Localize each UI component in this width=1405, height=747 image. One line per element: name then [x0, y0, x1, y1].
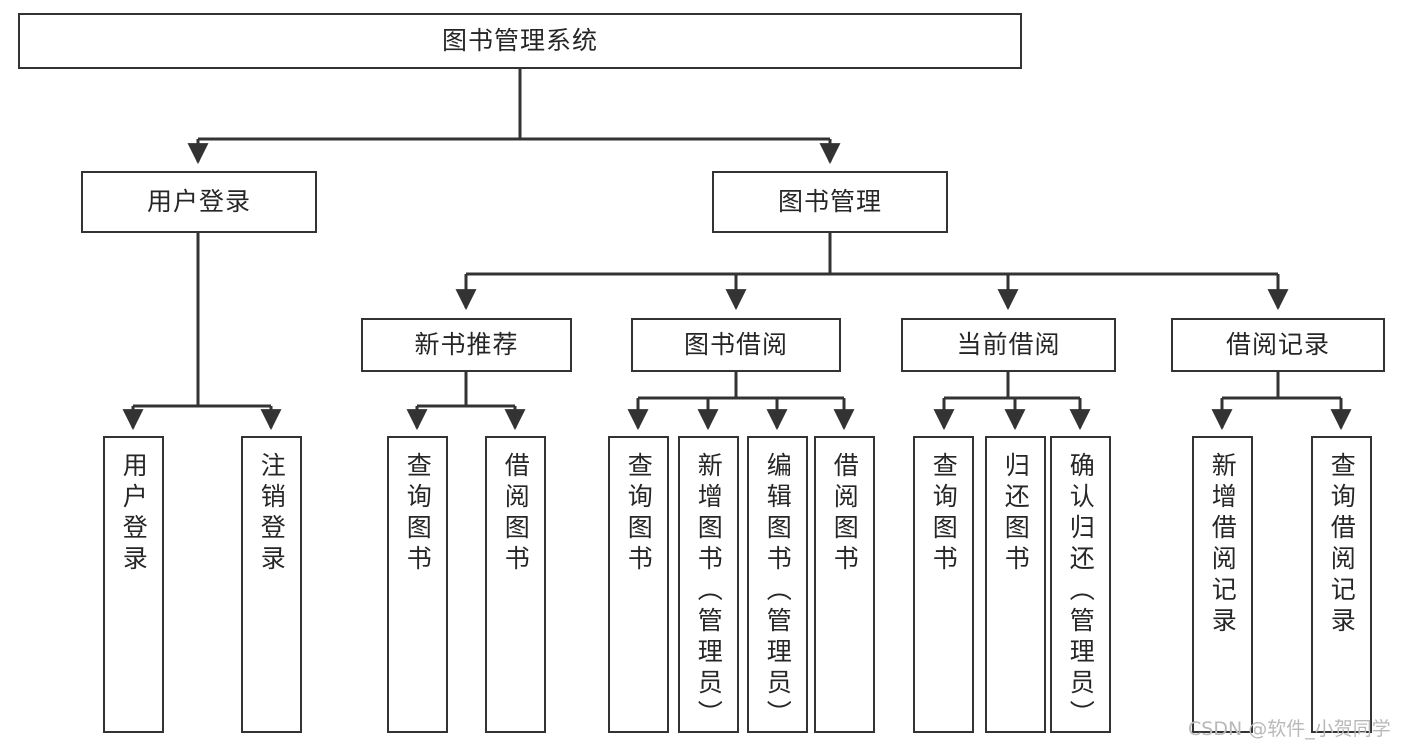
leaf-book-borrow-query-book[interactable]: 查询图书 [608, 436, 669, 733]
leaf-book-borrow-add-book-admin[interactable]: 新增图书（管理员） [678, 436, 739, 733]
node-root[interactable]: 图书管理系统 [18, 13, 1022, 69]
csdn-watermark: CSDN @软件_小贺同学 [1188, 718, 1391, 740]
leaf-label: 查询图书 [929, 452, 959, 576]
node-book-manage-label: 图书管理 [777, 187, 882, 217]
node-root-label: 图书管理系统 [441, 26, 598, 56]
node-current-borrow-label: 当前借阅 [956, 330, 1061, 360]
leaf-label: 用户登录 [119, 452, 149, 576]
node-user-login[interactable]: 用户登录 [81, 171, 317, 233]
leaf-new-book-borrow-book[interactable]: 借阅图书 [485, 436, 546, 733]
leaf-label: 注销登录 [257, 452, 287, 576]
leaf-label: 借阅图书 [830, 452, 860, 576]
leaf-label: 新增借阅记录 [1208, 452, 1238, 638]
node-borrow-record-label: 借阅记录 [1225, 330, 1330, 360]
leaf-user-login-user-login[interactable]: 用户登录 [103, 436, 164, 733]
leaf-label: 编辑图书（管理员） [763, 452, 793, 731]
leaf-current-borrow-query-book[interactable]: 查询图书 [913, 436, 974, 733]
leaf-label: 借阅图书 [501, 452, 531, 576]
leaf-borrow-record-add-record[interactable]: 新增借阅记录 [1192, 436, 1253, 733]
node-book-manage[interactable]: 图书管理 [712, 171, 948, 233]
leaf-current-borrow-confirm-return-admin[interactable]: 确认归还（管理员） [1050, 436, 1111, 733]
leaf-label: 归还图书 [1001, 452, 1031, 576]
node-book-borrow[interactable]: 图书借阅 [631, 318, 841, 372]
leaf-book-borrow-borrow-book[interactable]: 借阅图书 [814, 436, 875, 733]
leaf-book-borrow-edit-book-admin[interactable]: 编辑图书（管理员） [747, 436, 808, 733]
node-new-book-recommend[interactable]: 新书推荐 [361, 318, 572, 372]
leaf-current-borrow-return-book[interactable]: 归还图书 [985, 436, 1046, 733]
node-new-book-recommend-label: 新书推荐 [414, 330, 519, 360]
node-book-borrow-label: 图书借阅 [683, 330, 788, 360]
leaf-label: 查询图书 [403, 452, 433, 576]
leaf-label: 查询图书 [624, 452, 654, 576]
leaf-label: 新增图书（管理员） [694, 452, 724, 731]
leaf-user-login-logout[interactable]: 注销登录 [241, 436, 302, 733]
leaf-new-book-query-book[interactable]: 查询图书 [387, 436, 448, 733]
leaf-label: 确认归还（管理员） [1066, 452, 1096, 731]
leaf-borrow-record-query-record[interactable]: 查询借阅记录 [1311, 436, 1372, 733]
node-borrow-record[interactable]: 借阅记录 [1171, 318, 1385, 372]
leaf-label: 查询借阅记录 [1327, 452, 1357, 638]
node-current-borrow[interactable]: 当前借阅 [901, 318, 1116, 372]
node-user-login-label: 用户登录 [146, 187, 251, 217]
